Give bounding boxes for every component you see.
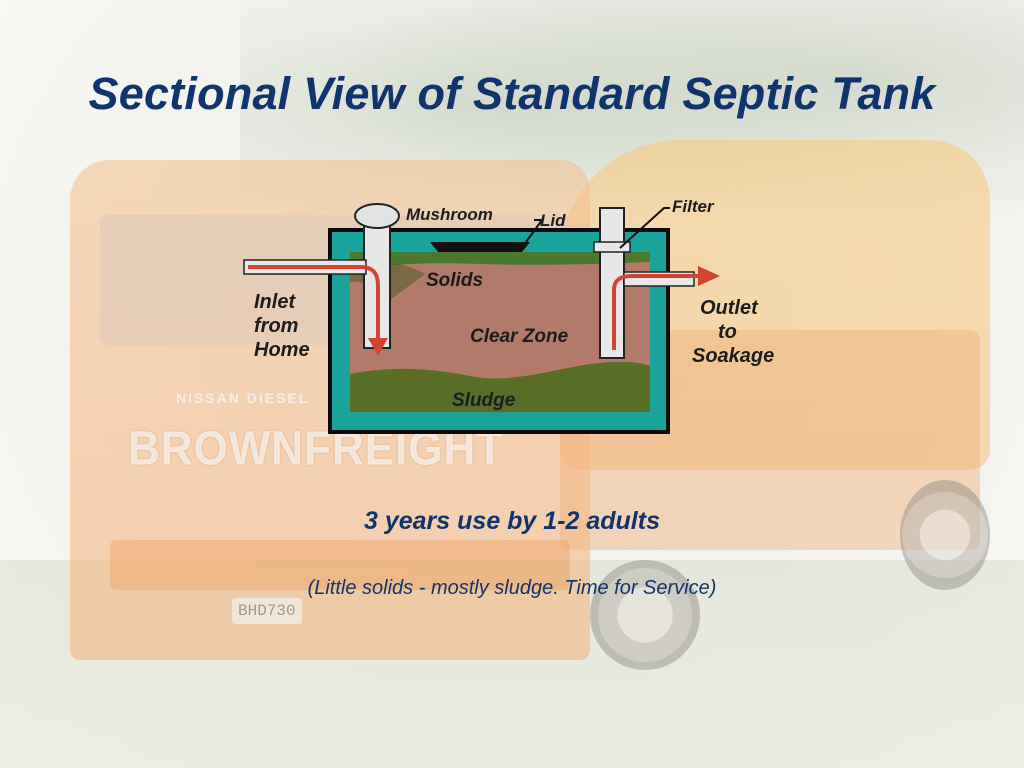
label-solids: Solids (426, 270, 483, 291)
truck-wheel (900, 480, 990, 590)
label-clear-zone: Clear Zone (470, 326, 569, 347)
truck-wheel (590, 560, 700, 670)
septic-tank-diagram: Mushroom Lid Filter Solids Clear Zone Sl… (243, 197, 774, 434)
inlet-flow-arrow (248, 265, 380, 340)
truck-maker-text: NISSAN DIESEL (176, 390, 310, 406)
inlet-arrowhead (368, 338, 388, 356)
label-filter: Filter (672, 197, 715, 216)
filter-housing (593, 241, 631, 253)
slide-subcaption: (Little solids - mostly sludge. Time for… (307, 577, 717, 599)
label-inlet-line1: Inlet (254, 291, 296, 313)
label-inlet-line2: from (254, 315, 298, 337)
tank-scum-layer (350, 252, 650, 270)
tank-lid (430, 242, 530, 252)
lid-leader-line (525, 219, 544, 243)
outlet-flow-arrow (612, 274, 700, 350)
label-lid: Lid (540, 211, 566, 230)
label-outlet-line1: Outlet (700, 297, 759, 319)
label-mushroom: Mushroom (406, 205, 493, 224)
slide-caption: 3 years use by 1-2 adults (364, 507, 660, 535)
label-inlet-line3: Home (254, 339, 310, 361)
license-plate-text: BHD730 (238, 602, 296, 620)
label-outlet-line2: to (718, 321, 737, 343)
tank-sludge-layer (350, 361, 650, 412)
label-outlet-line3: Soakage (692, 345, 774, 367)
filter-leader-line (619, 207, 670, 249)
license-plate (232, 598, 302, 624)
slide-title: Sectional View of Standard Septic Tank (88, 68, 936, 119)
mushroom-cap (354, 203, 400, 229)
truck-bumper (110, 540, 570, 590)
label-sludge: Sludge (452, 390, 516, 411)
outlet-arrowhead (698, 266, 720, 286)
